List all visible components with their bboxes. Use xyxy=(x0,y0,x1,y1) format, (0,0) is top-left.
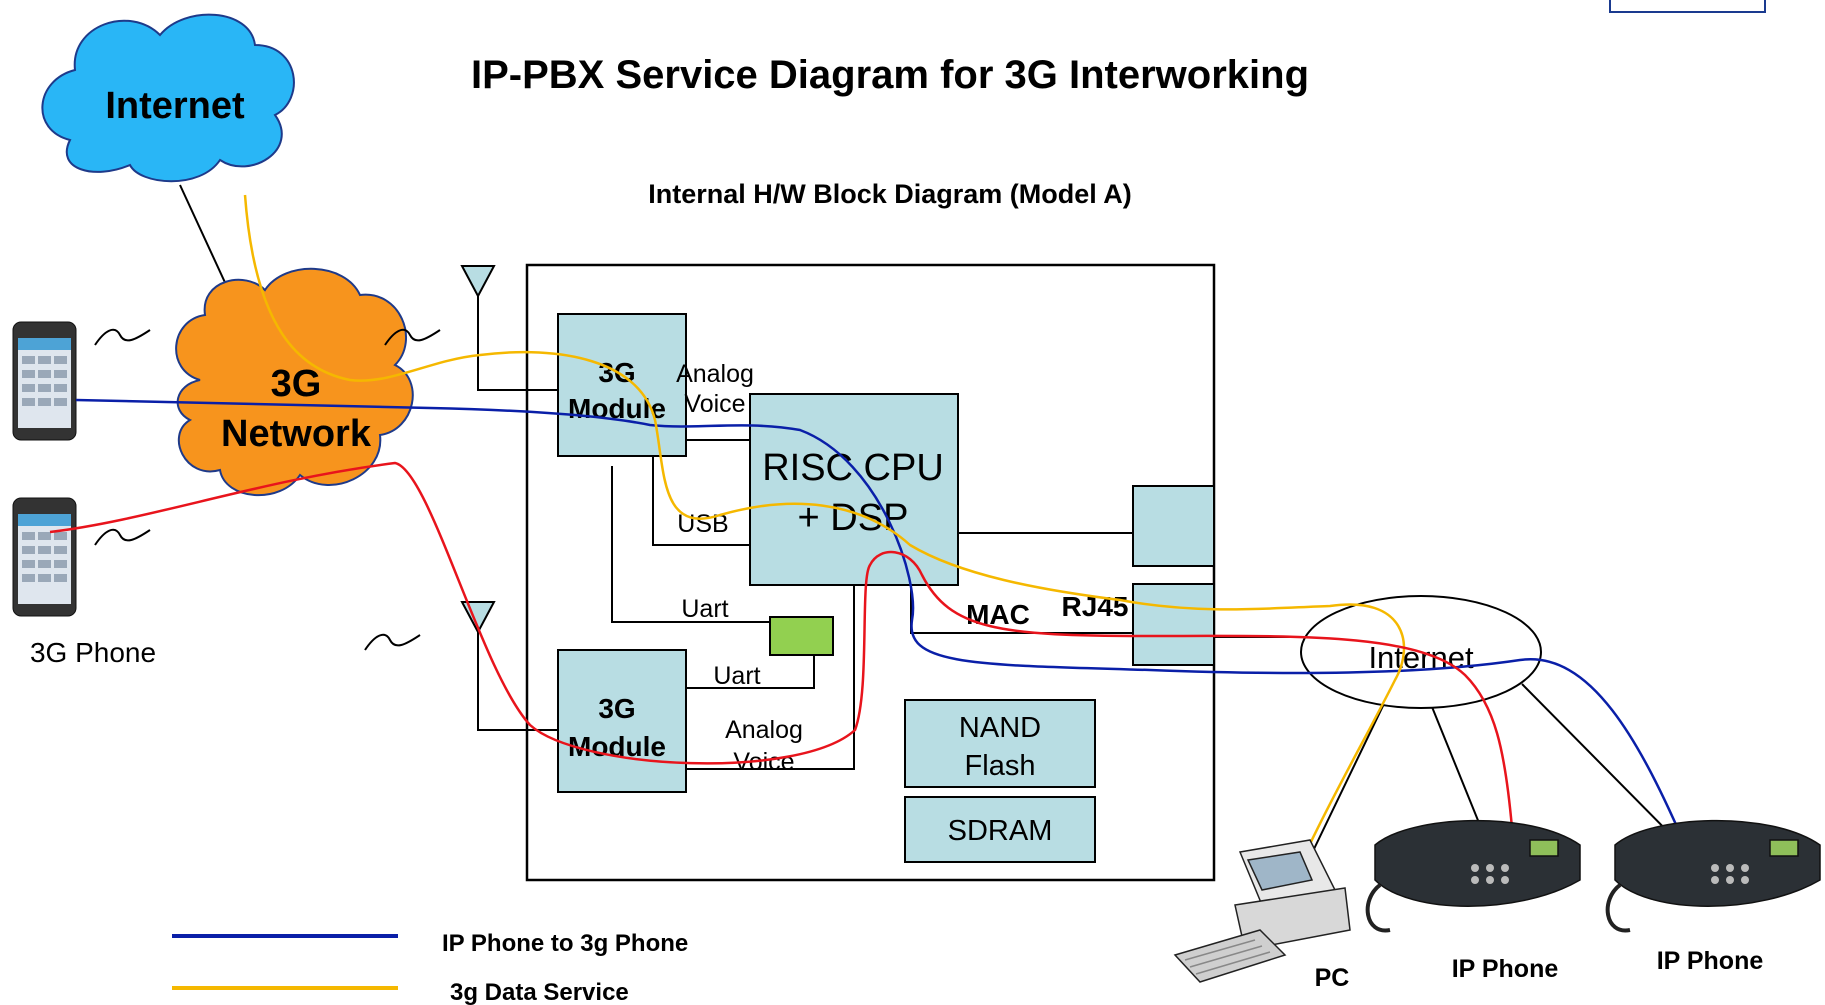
analog-voice-top-line1: Analog xyxy=(676,360,754,388)
path-3g-phone-voice xyxy=(49,461,1514,829)
pc-label: PC xyxy=(1315,964,1350,992)
legend-label-yellow: 3g Data Service xyxy=(450,979,629,1005)
network-cloud-line2: Network xyxy=(221,413,372,455)
internet-cloud: Internet xyxy=(41,13,295,183)
cpu-block: RISC CPU + DSP xyxy=(749,393,959,586)
phone-3g-bottom xyxy=(12,497,77,617)
network-cloud-line1: 3G xyxy=(271,363,322,405)
antenna-top xyxy=(460,265,558,391)
sdram-block: SDRAM xyxy=(904,796,1096,863)
nand-line2: Flash xyxy=(965,750,1036,782)
legend: IP Phone to 3g Phone 3g Data Service xyxy=(172,930,688,1005)
path-3g-data-service xyxy=(243,194,1406,866)
analog-voice-bottom-line1: Analog xyxy=(725,716,803,744)
uart-right-label: Uart xyxy=(713,662,760,690)
analog-voice-top-line2: Voice xyxy=(684,390,745,418)
mac-label: MAC xyxy=(966,599,1030,630)
ip-phone-1-icon xyxy=(1365,819,1581,933)
squiggle-phone1 xyxy=(94,328,151,346)
ip-phone-2-label: IP Phone xyxy=(1657,947,1764,975)
path-ip-phone-to-3g-phone xyxy=(75,398,1690,853)
squiggle-antenna-top xyxy=(384,328,441,346)
uart-left-label: Uart xyxy=(681,595,728,623)
module-bottom-line1: 3G xyxy=(598,693,635,724)
phone-3g-label: 3G Phone xyxy=(30,637,156,668)
rj45-port xyxy=(1132,583,1215,666)
internet-cloud-label: Internet xyxy=(105,85,245,127)
corner-box xyxy=(1609,0,1766,13)
network-cloud: 3G Network xyxy=(175,267,414,496)
diagram-title: IP-PBX Service Diagram for 3G Interworki… xyxy=(471,53,1309,97)
module-bottom: 3G Module xyxy=(557,649,687,793)
pc-icon xyxy=(1173,839,1351,983)
nand-line1: NAND xyxy=(959,712,1041,744)
legend-label-blue: IP Phone to 3g Phone xyxy=(442,930,688,957)
ethernet-port-top xyxy=(1132,485,1215,567)
nand-block: NAND Flash xyxy=(904,699,1096,788)
phone-3g-top xyxy=(12,321,77,441)
squiggle-phone2 xyxy=(94,528,151,546)
ip-phone-2-icon xyxy=(1605,819,1821,933)
sdram-label: SDRAM xyxy=(948,815,1053,847)
wireless-squiggles xyxy=(94,328,441,651)
uart-chip xyxy=(769,616,834,656)
ip-phone-1-label: IP Phone xyxy=(1452,955,1559,983)
hardware-box xyxy=(525,263,1216,882)
diagram-subtitle: Internal H/W Block Diagram (Model A) xyxy=(648,179,1132,209)
module-top: 3G Module xyxy=(557,313,687,457)
squiggle-antenna-bottom xyxy=(364,633,421,651)
cpu-line2: + DSP xyxy=(798,497,909,539)
